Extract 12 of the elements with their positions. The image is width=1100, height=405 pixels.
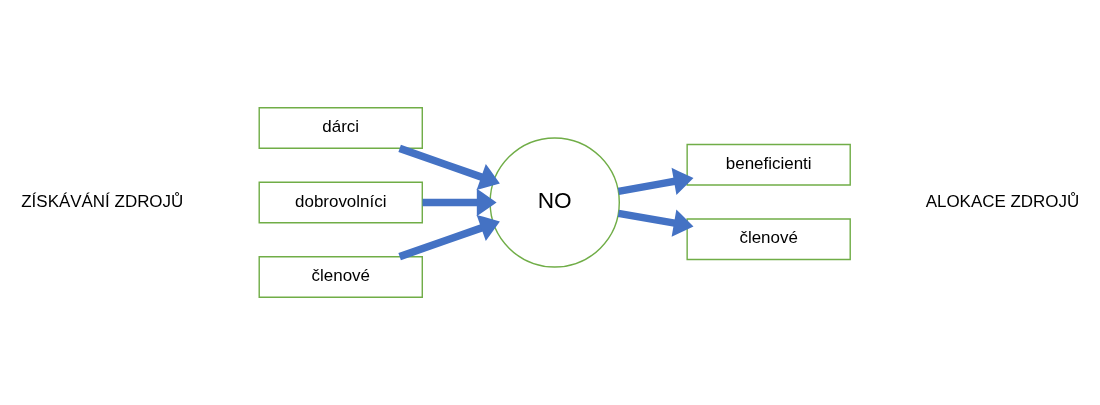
arrow <box>398 144 500 191</box>
label: ALOKACE ZDROJŮ <box>925 191 1080 211</box>
arrow <box>617 167 694 196</box>
node-box: členové <box>686 218 851 261</box>
node-circle: NO <box>489 137 620 268</box>
node-box: dobrovolníci <box>258 181 423 224</box>
node-box: členové <box>258 256 423 298</box>
node-box: beneficienti <box>686 143 851 186</box>
label: ZÍSKÁVÁNÍ ZDROJŮ <box>21 191 184 211</box>
node-box: dárci <box>258 107 423 149</box>
arrow <box>617 209 694 237</box>
arrow <box>398 214 500 261</box>
